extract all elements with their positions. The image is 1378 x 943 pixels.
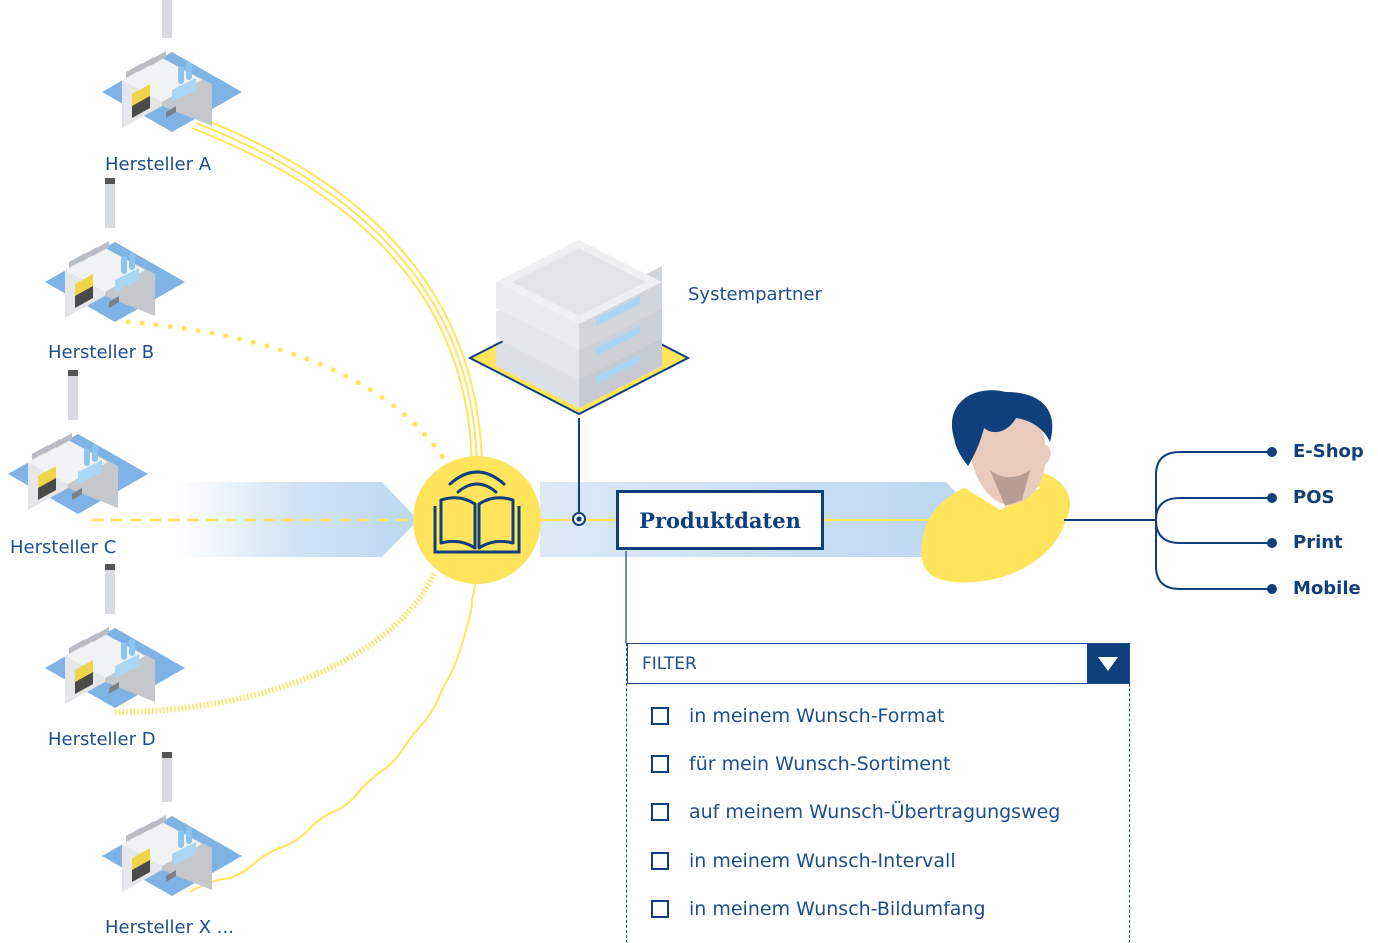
product-data-label: Produktdaten xyxy=(639,507,801,533)
filter-option-interval[interactable]: in meinem Wunsch-Intervall xyxy=(651,848,956,874)
factory-c-icon xyxy=(8,370,148,514)
factory-a-icon xyxy=(102,0,242,132)
server-stack-icon xyxy=(467,240,691,416)
channel-node-eshop xyxy=(1267,447,1277,457)
checkbox[interactable] xyxy=(651,707,669,725)
hub-book-icon xyxy=(413,456,541,584)
factory-d-icon xyxy=(45,564,185,708)
connection-b xyxy=(125,319,455,475)
checkbox[interactable] xyxy=(651,803,669,821)
filter-dropdown-button[interactable] xyxy=(1087,644,1129,683)
inflow-band xyxy=(175,482,418,557)
manufacturer-label-b: Hersteller B xyxy=(48,342,155,363)
connection-a xyxy=(191,117,483,469)
filter-title: FILTER xyxy=(642,654,697,674)
manufacturer-label-c: Hersteller C xyxy=(10,537,117,558)
channel-label-print: Print xyxy=(1293,532,1343,553)
filter-option-label: in meinem Wunsch-Intervall xyxy=(689,850,956,872)
checkbox[interactable] xyxy=(651,900,669,918)
manufacturer-label-a: Hersteller A xyxy=(105,154,212,175)
filter-option-label: in meinem Wunsch-Bildumfang xyxy=(689,898,986,920)
filter-option-sortiment[interactable]: für mein Wunsch-Sortiment xyxy=(651,751,951,777)
filter-option-transfer[interactable]: auf meinem Wunsch-Übertragungsweg xyxy=(651,799,1060,825)
channel-branches xyxy=(1064,451,1271,590)
channel-node-pos xyxy=(1267,493,1277,503)
filter-panel: FILTER in meinem Wunsch-Format für mein … xyxy=(626,643,1130,943)
triangle-down-icon xyxy=(1098,656,1118,671)
filter-option-label: in meinem Wunsch-Format xyxy=(689,705,945,727)
channel-node-mobile xyxy=(1267,584,1277,594)
manufacturer-label-d: Hersteller D xyxy=(48,729,156,750)
checkbox[interactable] xyxy=(651,755,669,773)
factory-b-icon xyxy=(45,178,185,322)
checkbox[interactable] xyxy=(651,852,669,870)
filter-option-format[interactable]: in meinem Wunsch-Format xyxy=(651,703,945,729)
connection-x xyxy=(189,571,477,893)
channel-label-mobile: Mobile xyxy=(1293,578,1361,599)
channel-node-print xyxy=(1267,538,1277,548)
person-avatar-icon xyxy=(921,390,1070,583)
product-data-box: Produktdaten xyxy=(616,490,824,550)
filter-option-label: für mein Wunsch-Sortiment xyxy=(689,753,951,775)
system-partner-label: Systempartner xyxy=(688,284,822,305)
filter-option-label: auf meinem Wunsch-Übertragungsweg xyxy=(689,801,1061,823)
channel-label-pos: POS xyxy=(1293,487,1335,508)
manufacturer-label-x: Hersteller X ... xyxy=(105,917,234,938)
channel-label-eshop: E-Shop xyxy=(1293,441,1364,462)
factory-x-icon xyxy=(102,752,242,896)
filter-header[interactable]: FILTER xyxy=(627,643,1130,684)
connection-d xyxy=(114,570,438,715)
filter-option-images[interactable]: in meinem Wunsch-Bildumfang xyxy=(651,896,986,922)
